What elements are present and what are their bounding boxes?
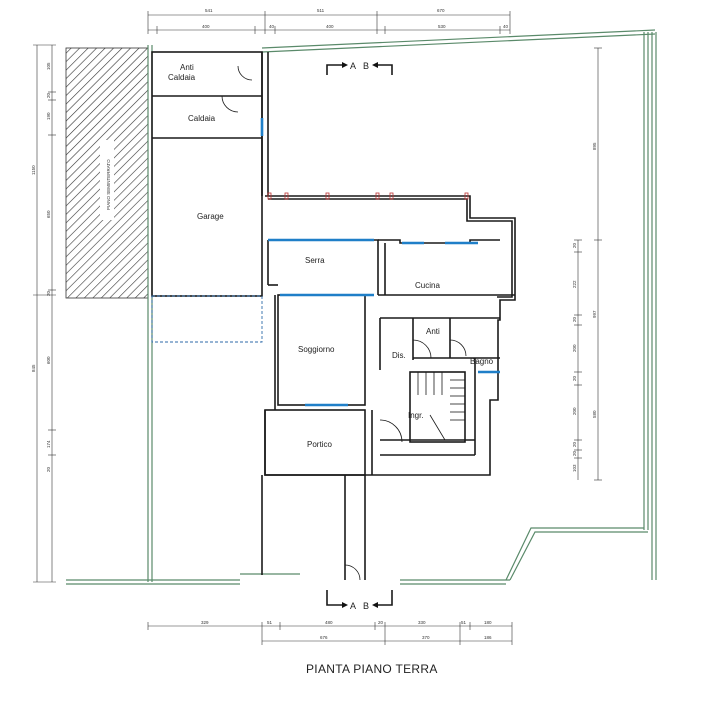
- dim-right-9: 200: [572, 407, 577, 415]
- dim-left-5: 1150: [31, 165, 36, 175]
- dim-top-1: 541: [205, 8, 213, 13]
- room-label-anti-caldaia: Anti Caldaia: [168, 63, 196, 82]
- dim-right-4: 20: [572, 242, 577, 248]
- dimension-left: 105 20 190 650 1150 20 600 845 174 20: [31, 44, 56, 583]
- dim-left-8: 845: [31, 364, 36, 372]
- dim-right-10: 20: [572, 441, 577, 447]
- plan-title: PIANTA PIANO TERRA: [306, 662, 438, 676]
- dim-right-11: 20: [572, 450, 577, 456]
- room-label-anti: Anti: [426, 327, 440, 336]
- dim-right-2: 997: [592, 310, 597, 318]
- dim-top-3: 670: [437, 8, 445, 13]
- dim-right-5: 222: [572, 280, 577, 288]
- dim-top-7: 530: [438, 24, 446, 29]
- lot-boundary: [66, 29, 657, 585]
- dim-bottom-5: 330: [418, 620, 426, 625]
- dim-left-9: 174: [46, 440, 51, 448]
- section-label-a-top: A: [350, 61, 356, 71]
- room-label-cucina: Cucina: [415, 281, 440, 290]
- dim-top-6: 400: [326, 24, 334, 29]
- walls: [151, 51, 516, 580]
- room-label-bagno: Bagno: [470, 357, 494, 366]
- dim-bottom-3: 480: [325, 620, 333, 625]
- dim-top-5: 40: [269, 24, 275, 29]
- dim-bottom-6: 51: [461, 620, 467, 625]
- dim-left-10: 20: [46, 466, 51, 472]
- dim-bottom-1: 329: [201, 620, 209, 625]
- dim-bottom-4: 20: [378, 620, 384, 625]
- dim-bottom-9: 370: [422, 635, 430, 640]
- neighbor-strip: PIANO SEMINTERRATO: [65, 47, 149, 299]
- room-labels: Anti Caldaia Caldaia Garage Serra Cucina…: [168, 63, 494, 449]
- dimension-right: 895 997 580 20 222 20 200 20 200 20 20 1…: [572, 47, 602, 481]
- dim-left-1: 105: [46, 62, 51, 70]
- dim-right-8: 20: [572, 375, 577, 381]
- dimension-bottom: 329 51 480 20 330 51 180 676 370 186: [147, 620, 513, 645]
- dim-left-2: 20: [46, 92, 51, 98]
- room-label-garage: Garage: [197, 212, 224, 221]
- dim-bottom-2: 51: [267, 620, 273, 625]
- dim-top-4: 400: [202, 24, 210, 29]
- dim-right-3: 580: [592, 410, 597, 418]
- dim-left-6: 20: [46, 290, 51, 296]
- doors: [221, 65, 467, 581]
- dim-bottom-7: 180: [484, 620, 492, 625]
- dim-right-1: 895: [592, 142, 597, 150]
- dim-right-6: 20: [572, 316, 577, 322]
- neighbor-label: PIANO SEMINTERRATO: [106, 159, 111, 210]
- dim-left-7: 600: [46, 356, 51, 364]
- dim-top-8: 40: [503, 24, 509, 29]
- section-label-b-bottom: B: [363, 601, 369, 611]
- dimension-top: 541 511 670 400 40 400 530 40: [147, 8, 511, 34]
- room-label-ingr: Ingr.: [408, 411, 424, 420]
- windows: [260, 118, 500, 407]
- covered-area: [151, 295, 263, 343]
- room-label-anti-caldaia-line2: Caldaia: [168, 73, 196, 82]
- room-label-portico: Portico: [307, 440, 332, 449]
- section-label-a-bottom: A: [350, 601, 356, 611]
- dim-top-2: 511: [317, 8, 325, 13]
- room-label-anti-caldaia-line1: Anti: [180, 63, 194, 72]
- room-label-soggiorno: Soggiorno: [298, 345, 335, 354]
- section-label-b-top: B: [363, 61, 369, 71]
- dim-left-4: 650: [46, 210, 51, 218]
- room-label-caldaia: Caldaia: [188, 114, 216, 123]
- section-marker-bottom: A B: [326, 590, 393, 611]
- dim-right-7: 200: [572, 344, 577, 352]
- room-label-serra: Serra: [305, 256, 325, 265]
- dim-left-3: 190: [46, 112, 51, 120]
- dim-bottom-10: 186: [484, 635, 492, 640]
- pillars: [267, 192, 469, 200]
- dim-right-12: 103: [572, 464, 577, 472]
- section-marker-top: A B: [326, 61, 393, 75]
- room-label-dis: Dis.: [392, 351, 406, 360]
- dim-bottom-8: 676: [320, 635, 328, 640]
